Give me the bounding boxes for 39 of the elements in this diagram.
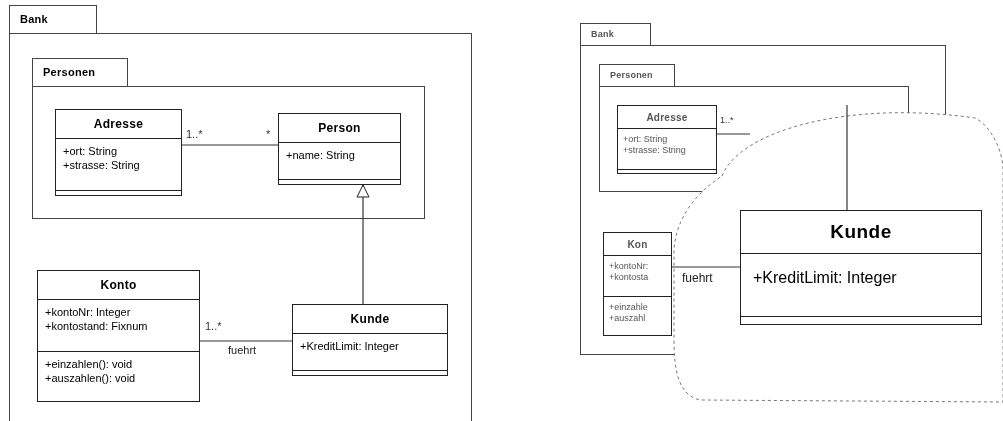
class-name: Kunde — [349, 311, 391, 328]
class-name: Konto — [99, 277, 138, 294]
association-line — [199, 340, 293, 342]
package-tab: Personen — [32, 58, 128, 87]
class-name: Adresse — [645, 110, 689, 125]
attribute-list: +kontoNr: +kontosta — [604, 256, 671, 289]
attribute-list: +ort: String +strasse: String — [56, 139, 181, 179]
class-box — [603, 232, 672, 336]
association-line — [181, 144, 279, 146]
edge-label: fuehrt — [228, 345, 257, 356]
attribute-list: +ort: String +strasse: String — [618, 129, 716, 162]
class-box — [292, 304, 448, 376]
attribute-list: +name: String — [279, 143, 400, 169]
edge-label: fuehrt — [682, 272, 713, 284]
package — [32, 58, 425, 219]
class-name: Adresse — [92, 116, 145, 133]
operation-list: +einzahlen(): void +auszahlen(): void — [38, 352, 199, 392]
multiplicity-label: * — [266, 129, 271, 140]
attribute-list: +KreditLimit: Integer — [293, 334, 447, 360]
class-name: Kon — [626, 237, 649, 252]
class-name: Kunde — [829, 219, 893, 244]
multiplicity-label: 1..* — [186, 129, 203, 140]
package-tab: Personen — [599, 64, 675, 87]
class-name: Person — [317, 120, 362, 137]
attribute-list: +kontoNr: Integer +kontostand: Fixnum — [38, 300, 199, 340]
generalization-arrow — [356, 184, 370, 305]
multiplicity-label: 1..* — [205, 321, 222, 332]
class-box — [55, 109, 182, 196]
association-line — [716, 133, 751, 135]
operation-list: +einzahle +auszahl — [604, 297, 671, 330]
association-line — [671, 266, 741, 268]
class-box — [37, 270, 200, 402]
class-box — [740, 210, 982, 325]
association-line — [846, 104, 848, 211]
class-box — [617, 105, 717, 174]
package-tab: Bank — [580, 23, 651, 46]
class-box — [278, 113, 401, 185]
package-tab: Bank — [9, 5, 97, 34]
attribute-list: +KreditLimit: Integer — [741, 254, 981, 302]
